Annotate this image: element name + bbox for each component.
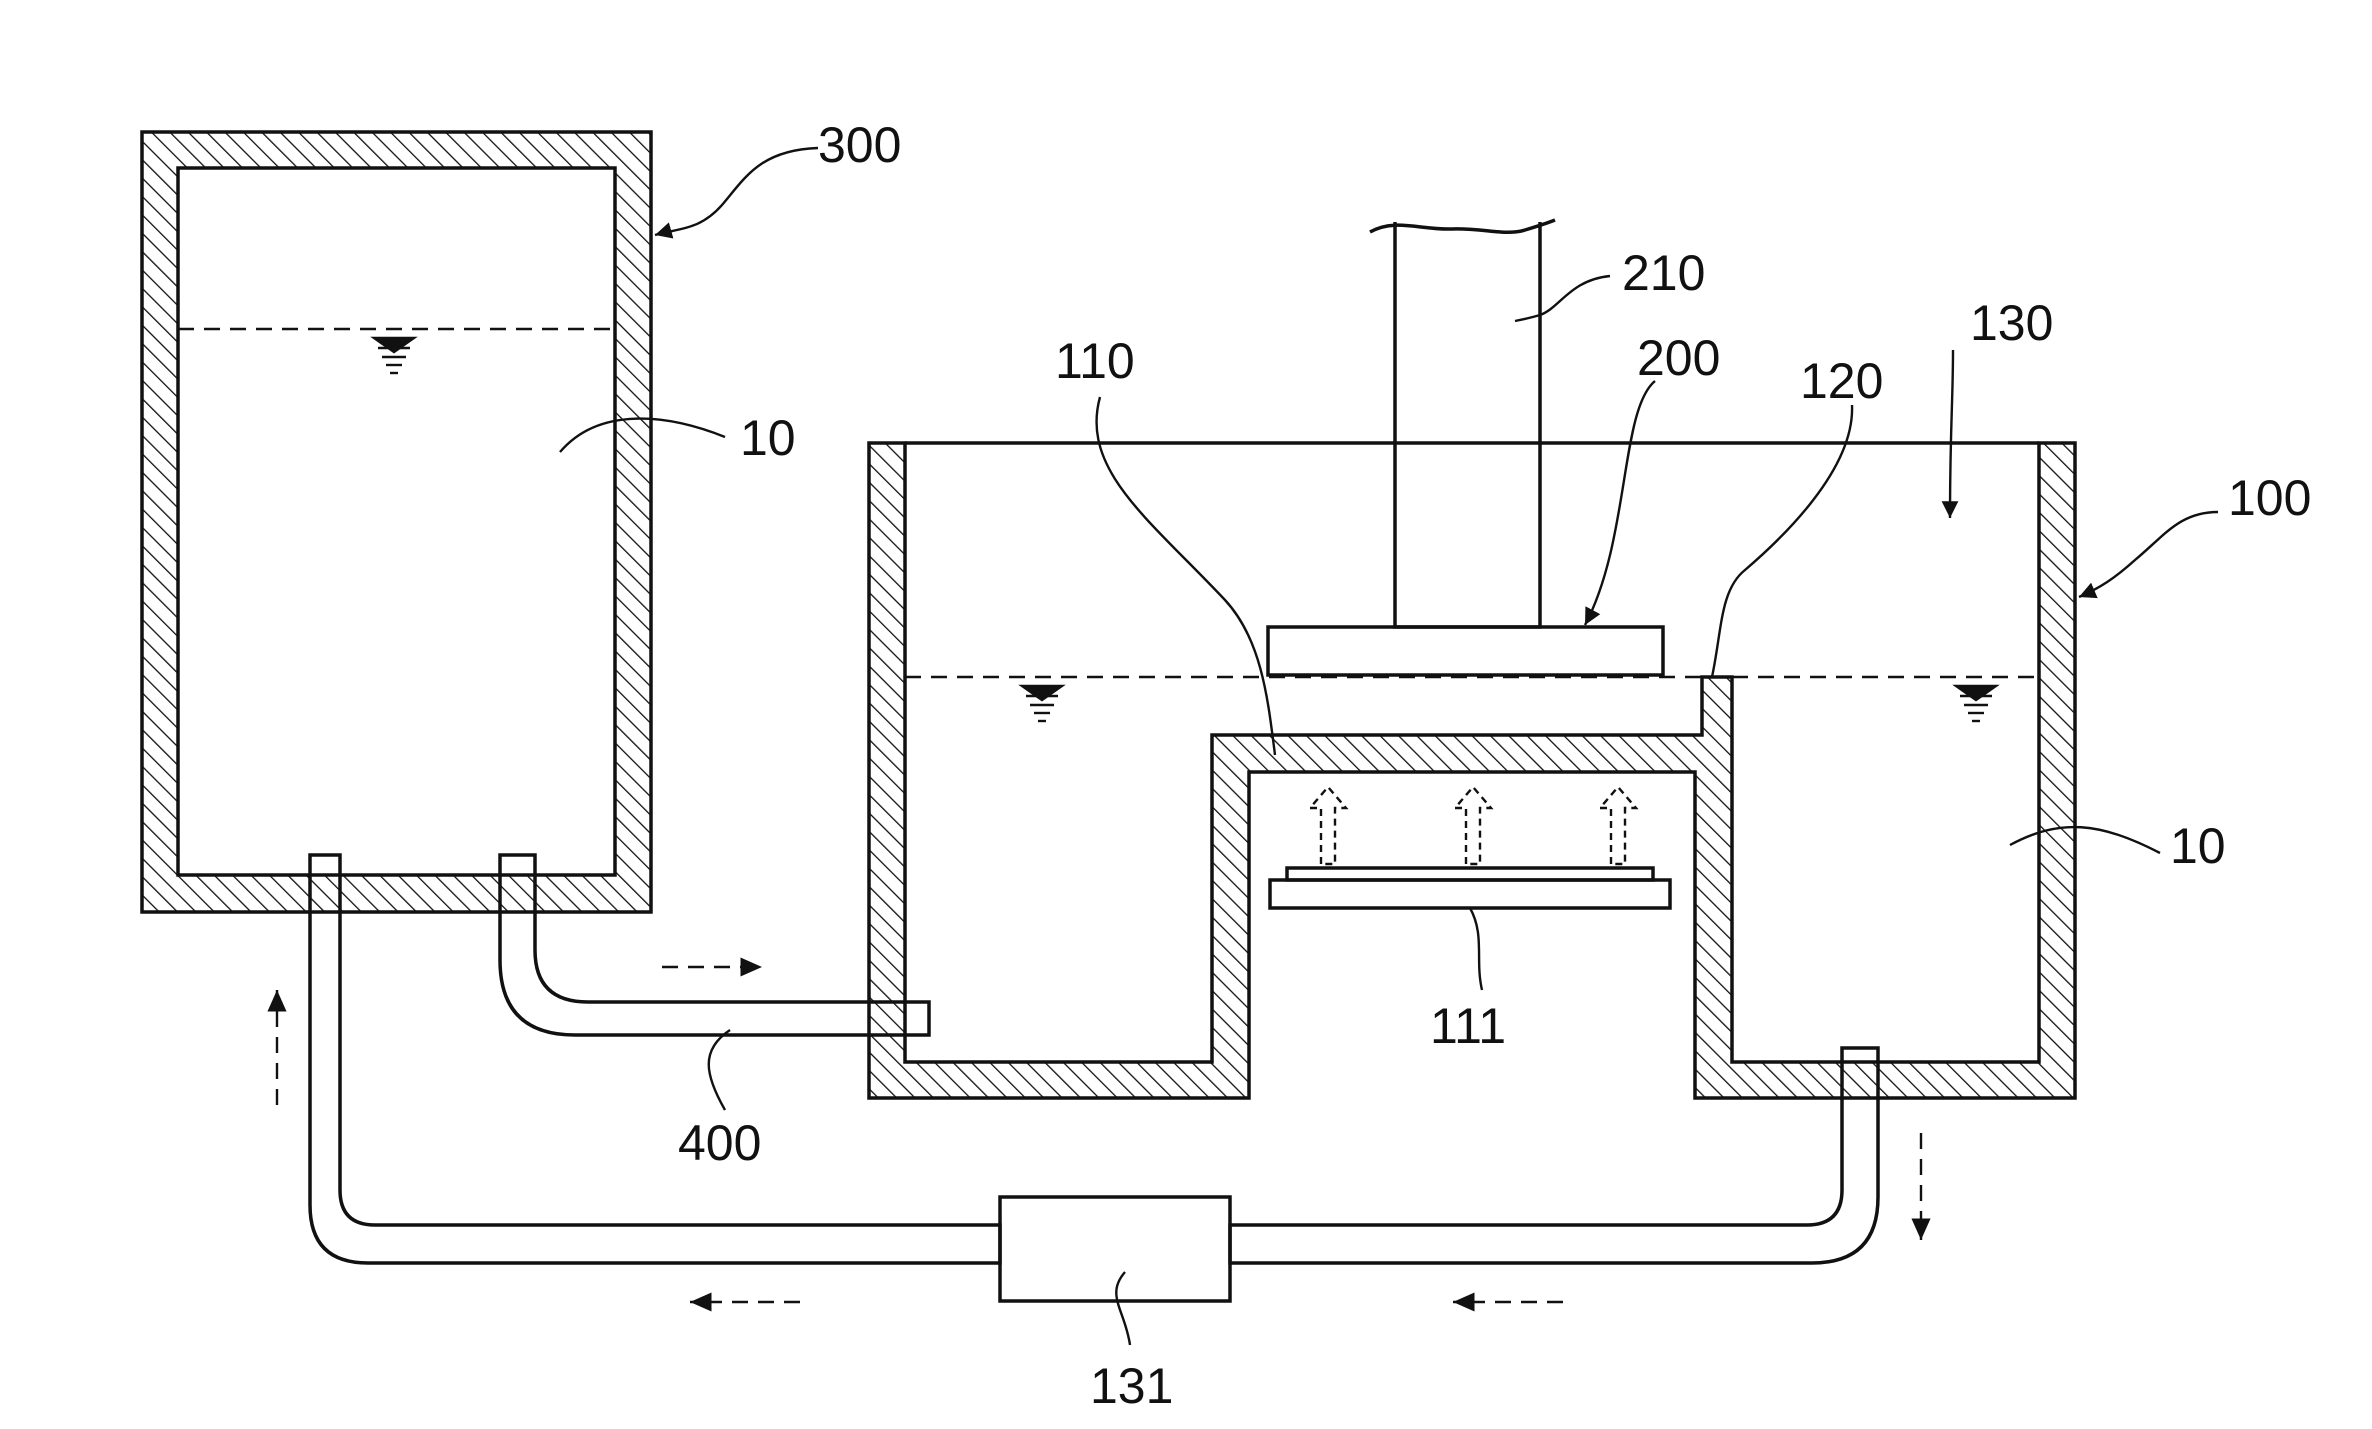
label-overflow-region: 130 xyxy=(1970,295,2053,351)
label-build-plate: 200 xyxy=(1637,330,1720,386)
leader-120 xyxy=(1712,405,1852,677)
pump xyxy=(1000,1197,1230,1301)
label-liquid-tank: 10 xyxy=(2170,818,2226,874)
label-light-source: 111 xyxy=(1430,998,1506,1054)
light-source-base xyxy=(1270,880,1670,908)
light-ray-arrow xyxy=(1455,787,1491,864)
label-pump: 131 xyxy=(1090,1358,1173,1414)
shaft-break-line xyxy=(1370,220,1555,232)
label-weir: 120 xyxy=(1800,353,1883,409)
tank-level-symbol-left xyxy=(1022,686,1062,721)
leader-100 xyxy=(2079,512,2218,597)
leader-131 xyxy=(1116,1272,1130,1345)
light-ray-arrows xyxy=(1310,787,1636,864)
support-shaft xyxy=(1395,222,1540,627)
label-liquid-reservoir: 10 xyxy=(740,410,796,466)
label-support-shaft: 210 xyxy=(1622,245,1705,301)
leader-130 xyxy=(1950,350,1953,518)
reservoir-level-symbol xyxy=(374,338,414,373)
light-source-lens xyxy=(1287,868,1653,880)
leader-200 xyxy=(1585,381,1655,625)
leader-400 xyxy=(709,1030,730,1110)
leader-300 xyxy=(655,148,818,235)
leader-210 xyxy=(1515,276,1610,321)
reservoir xyxy=(142,132,651,912)
build-plate-assembly xyxy=(1268,220,1663,675)
reservoir-wall xyxy=(142,132,651,912)
build-plate xyxy=(1268,627,1663,675)
light-source xyxy=(1270,787,1670,908)
tank-level-symbol-right xyxy=(1956,686,1996,721)
label-tank: 100 xyxy=(2228,470,2311,526)
leader-10-tank xyxy=(2010,827,2160,853)
light-ray-arrow xyxy=(1600,787,1636,864)
leader-111 xyxy=(1470,908,1482,990)
label-partition: 110 xyxy=(1055,333,1135,389)
light-ray-arrow xyxy=(1310,787,1346,864)
leader-110 xyxy=(1097,397,1275,755)
flow-arrows xyxy=(277,967,1921,1302)
label-reservoir: 300 xyxy=(818,117,901,173)
label-supply-pipe: 400 xyxy=(678,1115,761,1171)
